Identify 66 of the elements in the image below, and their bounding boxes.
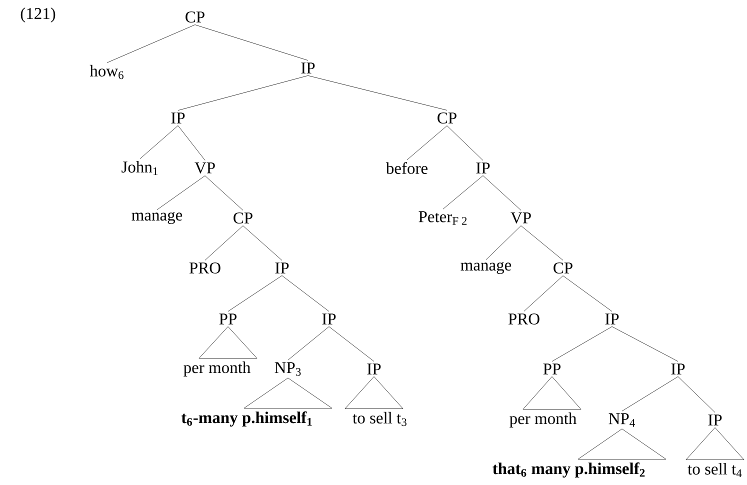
phrase-label: IP [322, 314, 336, 324]
branch-line [524, 276, 564, 312]
branch-line [140, 125, 178, 159]
branch-line [612, 326, 678, 362]
branch-line [678, 376, 716, 413]
word-label: that$_{6}$ many p.himself$_{2}$ [492, 462, 645, 478]
phrase-label: IP [301, 62, 315, 74]
word-label: per month [184, 362, 250, 376]
triangle-branch [244, 378, 332, 408]
branch-line [328, 326, 374, 362]
phrase-label: VP [510, 212, 531, 224]
branch-line [552, 326, 612, 362]
branch-line [178, 125, 206, 160]
branch-line [622, 376, 678, 412]
branch-line [446, 126, 484, 161]
branch-line [242, 226, 282, 261]
branch-line [156, 176, 206, 210]
word-label: t$_{6}$-many p.himself$_{1}$ [181, 411, 312, 427]
phrase-label: John$_{1}$ [122, 160, 158, 176]
phrase-label: before [386, 162, 428, 174]
triangle-branch [686, 427, 744, 460]
branch-line [442, 175, 484, 210]
phrase-label: CP [554, 262, 572, 274]
branch-line [288, 326, 330, 360]
phrase-label: PP [543, 364, 561, 374]
phrase-label: CP [234, 212, 252, 224]
phrase-label: manage [132, 212, 182, 224]
phrase-label: IP [605, 314, 619, 324]
branch-line [204, 226, 244, 260]
phrase-label: manage [460, 262, 512, 274]
branch-line [228, 275, 282, 312]
triangle-branch [578, 428, 666, 460]
phrase-label: IP [708, 414, 722, 426]
branch-line [486, 226, 522, 260]
branch-line [308, 75, 448, 110]
branch-line [178, 75, 308, 111]
branch-line [562, 276, 612, 312]
branch-line [194, 24, 308, 61]
branch-line [406, 126, 448, 160]
phrase-label: IP [476, 162, 490, 174]
phrase-label: VP [194, 162, 215, 174]
phrase-label: NP$_{4}$ [608, 413, 636, 427]
triangle-branch [198, 326, 258, 359]
word-label: to sell t$_{4}$ [688, 462, 742, 478]
phrase-label: IP [367, 364, 381, 374]
word-label: per month [510, 412, 576, 428]
triangle-branch [344, 376, 404, 409]
phrase-label: how$_{6}$ [90, 64, 124, 80]
phrase-label: PP [219, 314, 237, 324]
phrase-label: CP [186, 11, 204, 23]
phrase-label: PRO [508, 313, 540, 325]
phrase-label: PRO [189, 262, 220, 274]
branch-line [282, 275, 330, 312]
triangle-branch [522, 376, 582, 410]
phrase-label: CP [438, 112, 456, 124]
phrase-label: NP$_{3}$ [274, 362, 301, 376]
branch-line [204, 176, 244, 210]
phrase-label: IP [671, 364, 685, 374]
branch-line [520, 226, 564, 260]
example-number: (121) [20, 8, 56, 22]
phrase-label: IP [275, 262, 289, 274]
word-label: to sell t$_{3}$ [352, 412, 406, 426]
phrase-label: IP [171, 112, 185, 124]
branch-line [106, 24, 196, 63]
phrase-label: Peter$_{F 2}$ [418, 211, 467, 225]
branch-line [482, 175, 522, 210]
